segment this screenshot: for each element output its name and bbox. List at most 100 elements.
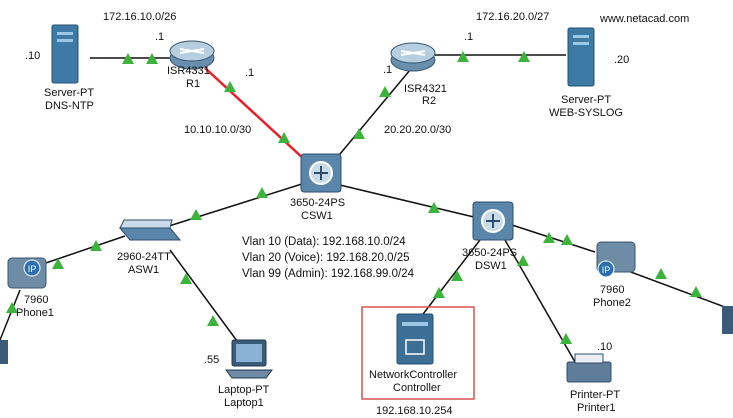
port-up-icon [224,81,236,92]
dns-name: DNS-NTP [45,100,94,112]
port-up-icon [90,240,102,251]
ip-web: .20 [614,54,629,66]
printer-printer1[interactable] [566,353,612,383]
dns-model: Server-PT [44,87,94,99]
ip-r1-wan: .1 [245,67,254,79]
ip-r1-lan: .1 [155,31,164,43]
server-bay [573,35,589,38]
port-up-icon [428,202,440,213]
port-up-icon [451,270,463,281]
port-up-icon [379,86,391,97]
port-up-icon [190,209,202,220]
switch-asw1[interactable] [118,219,182,241]
router-r1[interactable] [169,40,215,70]
laptop-screen-glass [236,344,262,362]
vlan-10: Vlan 10 (Data): 192.168.10.0/24 [242,236,406,248]
port-up-icon [278,132,290,143]
controller-panel [402,322,428,326]
sync-icon [405,339,425,355]
laptop-laptop1[interactable] [225,339,273,379]
link-csw1-dsw1[interactable] [339,184,479,219]
asw1-name: ASW1 [128,264,159,276]
printer-paper [574,353,604,364]
port-indicators [6,51,702,344]
csw1-model: 3650-24PS [290,197,345,209]
port-up-icon [256,187,268,198]
ip-phone-phone2[interactable]: IP [596,241,636,278]
pc-partial-left[interactable] [0,340,8,364]
dsw1-model: 3650-24PS [462,247,517,259]
phone1-name: Phone1 [16,307,54,319]
controller-ip: 192.168.10.254 [376,405,452,417]
port-up-icon [207,315,219,326]
port-up-icon [457,51,469,62]
dsw1-name: DSW1 [475,260,507,272]
switch-csw1[interactable] [300,153,342,193]
port-up-icon [122,53,134,64]
port-up-icon [52,258,64,269]
controller-icon [396,313,434,365]
switch-top [119,219,173,229]
port-up-icon [690,286,702,297]
printer-name: Printer1 [577,402,616,414]
link-asw1-laptop[interactable] [169,249,241,346]
port-up-icon [561,234,573,245]
controller-highlight-box [361,306,475,400]
server-dns-ntp[interactable] [51,24,79,84]
link-dsw1-phone2[interactable] [511,224,596,253]
ip-badge-text: IP [28,264,37,274]
port-up-icon [518,51,530,62]
ip-dns: .10 [25,50,40,62]
phone1-model: 7960 [24,294,48,306]
link-dsw1-controller[interactable] [419,239,481,319]
link-phone2-pc[interactable] [619,267,733,311]
switch-dsw1[interactable] [472,201,514,241]
ip-phone-phone1[interactable]: IP [7,257,47,289]
port-up-icon [180,273,192,284]
router-arrows-icon [179,48,205,54]
router-r2[interactable] [390,42,436,72]
network-controller[interactable] [396,313,434,365]
server-bay [57,32,73,35]
ip-r2-lan: .1 [464,31,473,43]
ip-laptop: .55 [204,354,219,366]
port-up-icon [146,53,158,64]
link-phone1-pc[interactable] [0,289,21,341]
r1-name: R1 [186,78,200,90]
switch-arrows-icon [314,166,328,180]
port-up-icon [543,232,555,243]
laptop-name: Laptop1 [224,397,264,409]
r2-name: R2 [422,95,436,107]
controller-model: NetworkController [369,369,457,381]
phone2-name: Phone2 [593,297,631,309]
ip-printer: .10 [597,341,612,353]
server-bay [57,39,73,42]
link-csw1-asw1[interactable] [149,182,306,233]
laptop-base-icon [225,369,273,379]
pc-partial-right[interactable] [722,306,733,334]
port-up-icon [353,128,365,139]
ip-badge-icon [597,260,615,278]
asw1-model: 2960-24TT [117,251,171,263]
server-web-syslog[interactable] [567,27,595,87]
switch-arrows-icon [486,214,500,228]
link-r1-csw1[interactable] [204,67,306,161]
port-up-icon [6,302,18,313]
laptop-model: Laptop-PT [218,384,270,396]
net-r2-link: 20.20.20.0/30 [384,124,451,136]
vlan-99: Vlan 99 (Admin): 192.168.99.0/24 [242,268,415,280]
server-bay [573,42,589,45]
port-up-icon [517,255,529,266]
csw1-name: CSW1 [301,210,333,222]
phone2-model: 7960 [600,284,624,296]
link-asw1-phone1[interactable] [39,235,126,266]
net-r1-lan: 172.16.10.0/26 [103,11,176,23]
port-up-icon [560,333,572,344]
ip-badge-text: IP [602,265,611,275]
controller-name: Controller [393,382,441,394]
links [0,54,733,363]
ip-r2-wan: .1 [383,64,392,76]
link-r2-csw1[interactable] [334,69,411,161]
router-arrows-icon [400,50,426,56]
